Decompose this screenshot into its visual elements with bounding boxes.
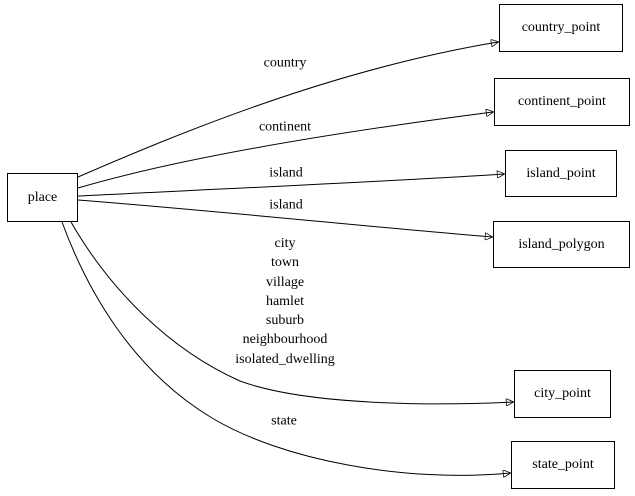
edge-label-city-line: city bbox=[274, 236, 296, 251]
node-continent-point: continent_point bbox=[494, 78, 630, 126]
node-place: place bbox=[7, 173, 78, 222]
edge-place-country-point bbox=[77, 42, 498, 178]
node-island-polygon-label: island_polygon bbox=[518, 236, 605, 252]
edge-label-city-types: city town village hamlet suburb neighbou… bbox=[235, 234, 335, 369]
edge-label-island-to-polygon: island bbox=[269, 197, 303, 213]
edge-place-island-polygon bbox=[77, 199, 492, 237]
node-island-polygon: island_polygon bbox=[493, 221, 630, 268]
node-country-point-label: country_point bbox=[521, 20, 601, 35]
edge-label-country: country bbox=[263, 55, 307, 71]
node-island-point-label: island_point bbox=[526, 165, 596, 181]
edge-label-suburb-line: suburb bbox=[265, 313, 305, 329]
edge-label-state: state bbox=[271, 413, 297, 429]
edge-place-city-point bbox=[70, 221, 513, 404]
edge-place-island-point bbox=[77, 174, 504, 197]
node-island-point: island_point bbox=[505, 150, 617, 197]
node-city-point: city_point bbox=[514, 370, 611, 418]
edge-label-town-line: town bbox=[270, 255, 299, 271]
edge-label-island-to-point: island bbox=[269, 165, 303, 181]
edge-label-neighbourhood-line: neighbourhood bbox=[242, 332, 328, 348]
node-state-point: state_point bbox=[511, 441, 615, 489]
node-continent-point-label: continent_point bbox=[518, 94, 606, 109]
edge-label-hamlet-line: hamlet bbox=[265, 293, 305, 309]
node-city-point-label: city_point bbox=[534, 386, 591, 401]
node-place-label: place bbox=[27, 189, 58, 205]
edge-label-village-line: village bbox=[265, 274, 305, 290]
edge-label-isolated-dwelling-line: isolated_dwelling bbox=[235, 351, 335, 367]
edge-label-continent: continent bbox=[258, 119, 312, 135]
edge-place-continent-point bbox=[77, 112, 493, 189]
node-state-point-label: state_point bbox=[532, 457, 594, 472]
node-country-point: country_point bbox=[499, 4, 623, 52]
edge-place-state-point bbox=[61, 221, 510, 475]
